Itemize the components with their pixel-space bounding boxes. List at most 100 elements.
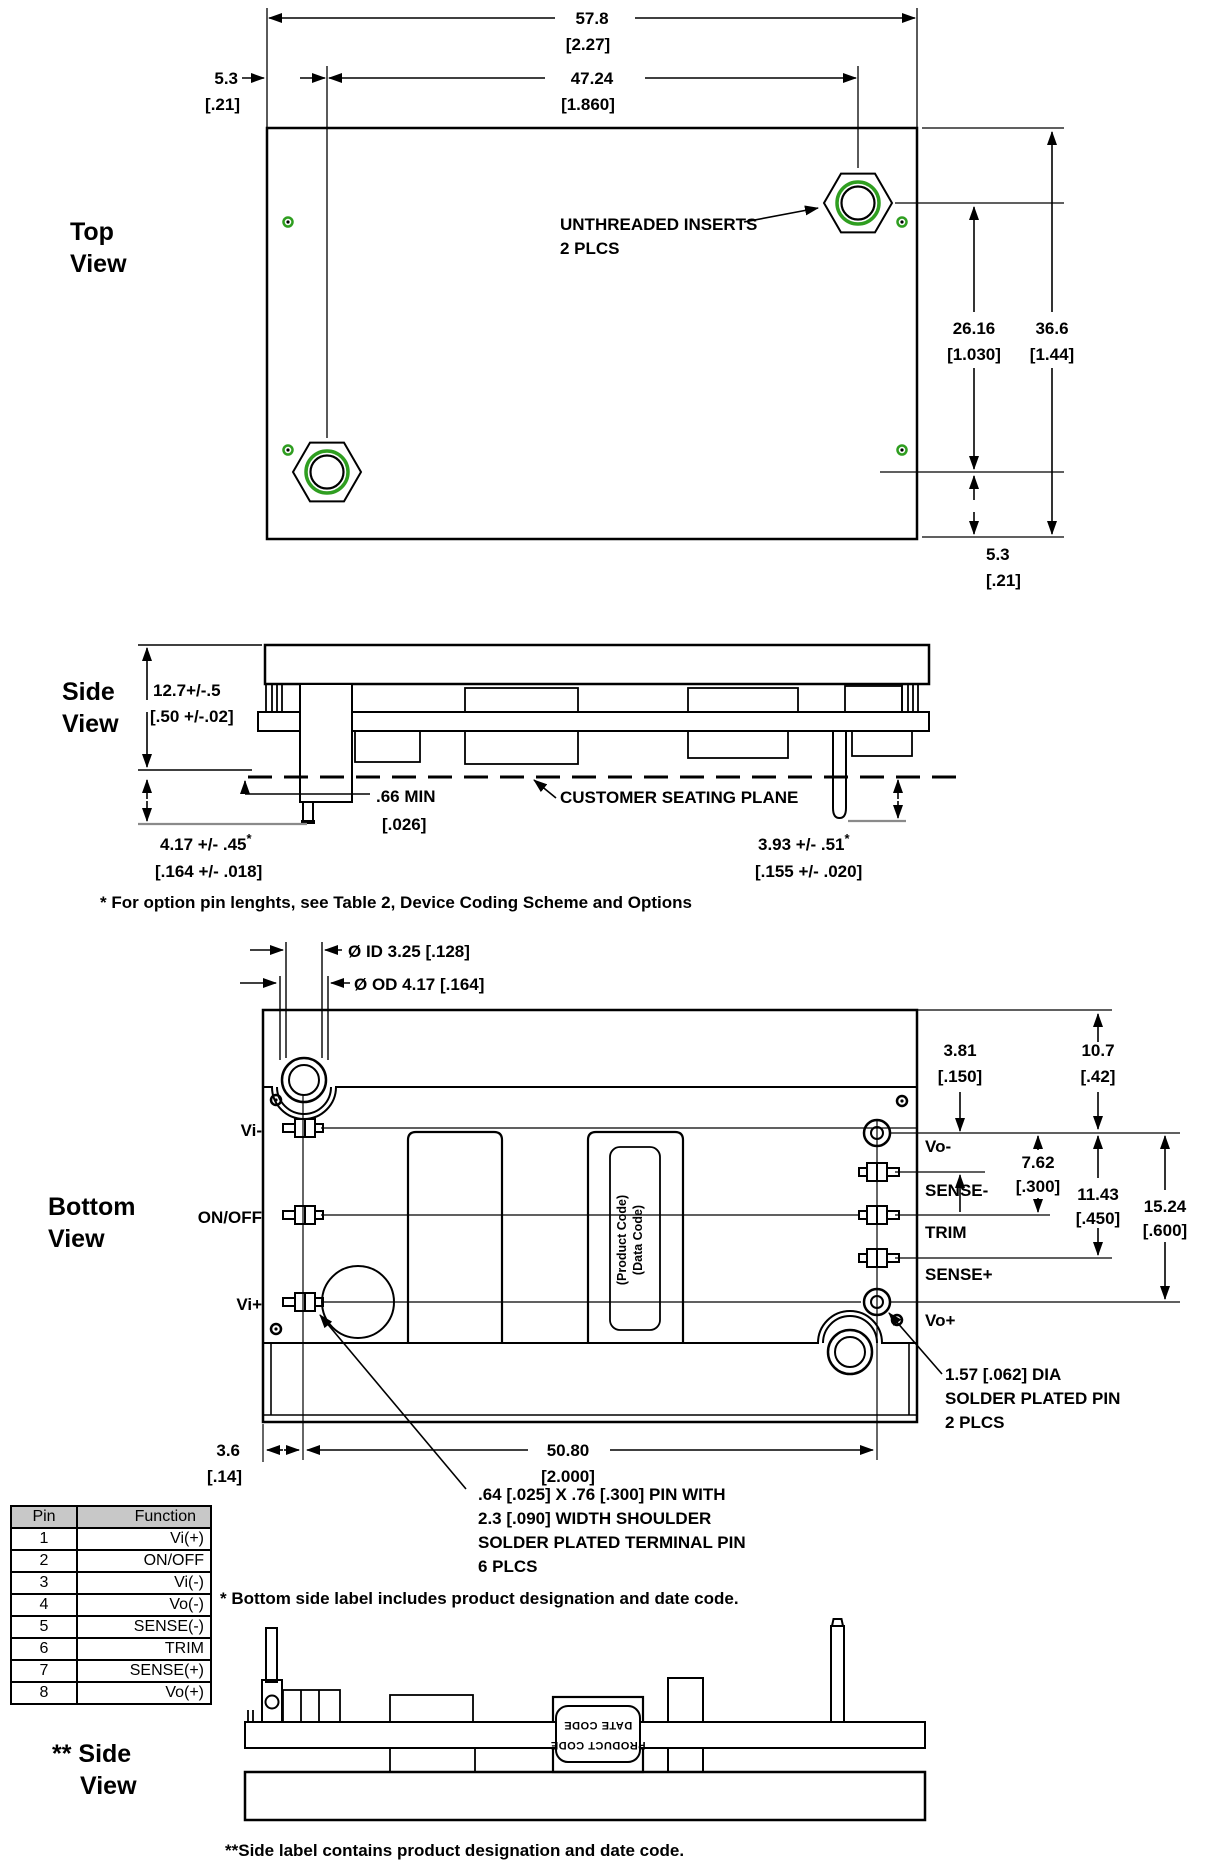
pin-header: Pin: [10, 1505, 78, 1529]
side-view-right-pin: [832, 731, 847, 820]
pin-tip-datum-lines: [138, 819, 906, 826]
dim-width-mm: 57.8: [575, 9, 608, 28]
dim-1143-in: [.450]: [1076, 1209, 1120, 1228]
product-label-outline: [609, 1146, 661, 1331]
top-view-dimension-lines: [242, 13, 1057, 535]
terminal-pin-leader: [319, 1314, 467, 1490]
inserts-note-line2: 2 PLCS: [560, 239, 620, 258]
unthreaded-insert-top-right: [822, 172, 894, 234]
inserts-note-leader: [743, 205, 819, 223]
dim-762-mm: 7.62: [1021, 1153, 1054, 1172]
flipped-side-view-title-2: View: [80, 1772, 137, 1800]
terminal-pin-note-2: 2.3 [.090] WIDTH SHOULDER: [478, 1509, 711, 1528]
side-view-dimension-lines: [138, 644, 903, 822]
pin-number: 5: [10, 1615, 78, 1639]
pin-number: 1: [10, 1527, 78, 1551]
dim-offset-left-in: [.21]: [205, 95, 240, 114]
data-code-label: (Data Code): [631, 1205, 645, 1275]
dim-module-height-in: [.50 +/-.02]: [150, 707, 234, 726]
terminal-pin-note-3: SOLDER PLATED TERMINAL PIN: [478, 1533, 746, 1552]
dim-pin-left-mm: 4.17 +/- .45*: [160, 831, 252, 854]
pin-vo-plus: [862, 1287, 892, 1317]
pin-sense-plus: [858, 1248, 900, 1268]
pin-on-off: [282, 1205, 324, 1225]
flipped-label-text: PRODUCT CODE DATE CODE: [550, 1719, 645, 1751]
side-view-left-pin-block: [299, 683, 353, 803]
side-view-title: Side: [62, 678, 115, 706]
dim-762-in: [.300]: [1016, 1177, 1060, 1196]
dim-edge-in: [.14]: [207, 1467, 242, 1486]
top-view-title: Top: [70, 218, 114, 246]
top-view-body-outline: [265, 126, 919, 541]
side-view-title-2: View: [62, 710, 119, 738]
unthreaded-insert-bottom-left: [291, 441, 363, 503]
dim-pin-right-mm: 3.93 +/- .51*: [758, 831, 850, 854]
dim-pitch-mm: 50.80: [547, 1441, 590, 1460]
dim-height-in: [1.44]: [1030, 345, 1074, 364]
dim-381-in: [.150]: [938, 1067, 982, 1086]
pin-number: 6: [10, 1637, 78, 1661]
pin-sense-minus: [858, 1162, 900, 1182]
pin-number: 8: [10, 1681, 78, 1705]
solder-pin-note-3: 2 PLCS: [945, 1413, 1005, 1432]
bottom-insert-top-left: [280, 1056, 328, 1104]
flipped-components: [247, 1618, 845, 1774]
label-vo-plus: Vo+: [925, 1311, 955, 1330]
dim-insert-id: Ø ID 3.25 [.128]: [348, 942, 470, 961]
dim-offset-bottom-mm: 5.3: [986, 545, 1010, 564]
flipped-side-view-title: ** Side: [52, 1740, 131, 1768]
dim-107-mm: 10.7: [1081, 1041, 1114, 1060]
top-view-title-2: View: [70, 250, 127, 278]
bottom-view-title: Bottom: [48, 1193, 135, 1221]
dim-insert-span-mm: 47.24: [571, 69, 614, 88]
flipped-side-view-footnote: **Side label contains product designatio…: [225, 1841, 684, 1860]
bottom-view-title-2: View: [48, 1225, 105, 1253]
pin-function: Vo(-): [76, 1593, 212, 1617]
pin-vi-plus: [282, 1292, 324, 1312]
terminal-pin-note-1: .64 [.025] X .76 [.300] PIN WITH: [478, 1485, 726, 1504]
side-view-footnote: * For option pin lenghts, see Table 2, D…: [100, 893, 692, 912]
dim-insert-span-in: [1.860]: [561, 95, 615, 114]
dim-1143-mm: 11.43: [1077, 1185, 1119, 1204]
label-vi-plus: Vi+: [236, 1295, 262, 1314]
bottom-view-body-outline: [261, 1008, 919, 1424]
top-view-extension-lines: [266, 8, 1064, 538]
label-sense-plus: SENSE+: [925, 1265, 993, 1284]
dim-pin-right-in: [.155 +/- .020]: [755, 862, 862, 881]
pin-function: TRIM: [76, 1637, 212, 1661]
dim-offset-bottom-in: [.21]: [986, 571, 1021, 590]
dim-pitch-in: [2.000]: [541, 1467, 595, 1486]
dim-insert-od: Ø OD 4.17 [.164]: [354, 975, 484, 994]
seating-plane-label: CUSTOMER SEATING PLANE: [560, 788, 798, 807]
component-outline-2: [586, 1130, 685, 1343]
solder-pin-note-1: 1.57 [.062] DIA: [945, 1365, 1061, 1384]
flipped-side-view: ** Side View PRODUCT CODE DATE CODE **Si…: [52, 1618, 927, 1860]
flipped-base-slab: [243, 1770, 927, 1822]
label-vo-minus: Vo-: [925, 1137, 951, 1156]
label-on-off: ON/OFF: [198, 1208, 262, 1227]
product-code-label: (Product Code): [615, 1195, 629, 1285]
dim-height-mm: 36.6: [1035, 319, 1068, 338]
function-header: Function: [76, 1505, 212, 1529]
side-view: Side View: [62, 643, 958, 912]
pin-number: 7: [10, 1659, 78, 1683]
top-view: Top View: [70, 8, 1074, 590]
bottom-view: Bottom View Ø ID 3.25 [.128] Ø OD 4.17 […: [48, 942, 1187, 1608]
dim-width-in: [2.27]: [566, 35, 610, 54]
terminal-pin-note-4: 6 PLCS: [478, 1557, 538, 1576]
label-sense-minus: SENSE-: [925, 1181, 988, 1200]
flipped-product-code: PRODUCT CODE: [550, 1739, 645, 1751]
product-label-text: (Product Code) (Data Code): [615, 1195, 645, 1285]
label-trim: TRIM: [925, 1223, 967, 1242]
pin-function: Vo(+): [76, 1681, 212, 1705]
dim-insert-drop-mm: 26.16: [953, 319, 996, 338]
dim-edge-mm: 3.6: [216, 1441, 240, 1460]
pin-number: 2: [10, 1549, 78, 1573]
side-view-pcb: [257, 711, 930, 732]
side-view-cap: [263, 643, 931, 686]
dim-381-mm: 3.81: [943, 1041, 976, 1060]
